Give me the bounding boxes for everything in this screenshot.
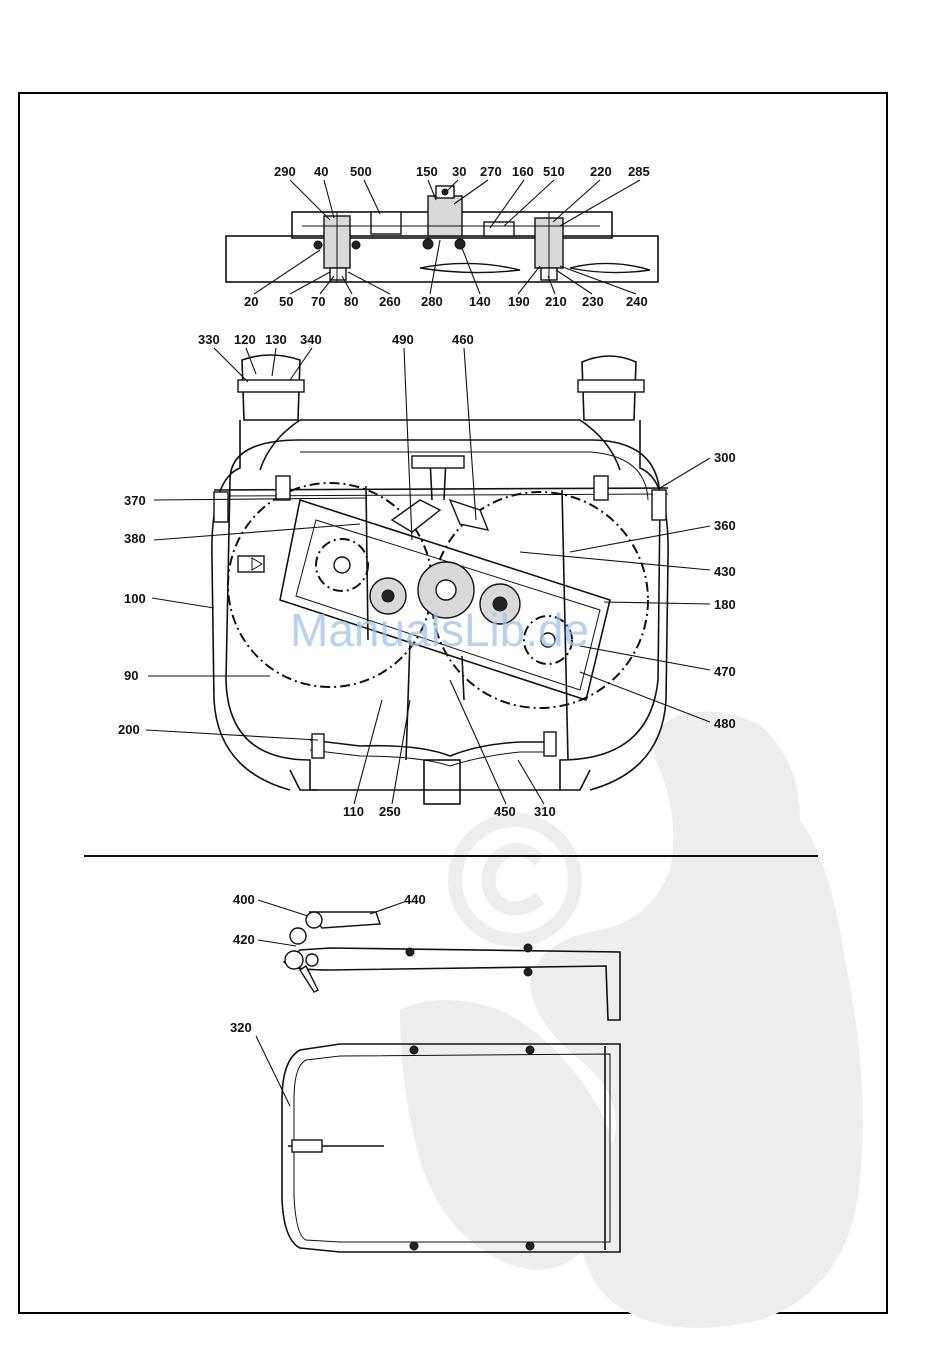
label-220: 220 [590, 164, 612, 179]
label-330: 330 [198, 332, 220, 347]
label-90: 90 [124, 668, 138, 683]
label-270: 270 [480, 164, 502, 179]
label-230: 230 [582, 294, 604, 309]
label-490: 490 [392, 332, 414, 347]
label-470: 470 [714, 664, 736, 679]
label-380: 380 [124, 531, 146, 546]
label-450: 450 [494, 804, 516, 819]
label-300: 300 [714, 450, 736, 465]
label-250: 250 [379, 804, 401, 819]
label-40: 40 [314, 164, 328, 179]
label-120: 120 [234, 332, 256, 347]
label-430: 430 [714, 564, 736, 579]
label-320: 320 [230, 1020, 252, 1035]
label-370: 370 [124, 493, 146, 508]
beaver-watermark [400, 712, 863, 1328]
label-100: 100 [124, 591, 146, 606]
label-140: 140 [469, 294, 491, 309]
label-480: 480 [714, 716, 736, 731]
label-360: 360 [714, 518, 736, 533]
label-260: 260 [379, 294, 401, 309]
deck-view [212, 355, 668, 804]
label-190: 190 [508, 294, 530, 309]
label-80: 80 [344, 294, 358, 309]
label-30: 30 [452, 164, 466, 179]
label-400: 400 [233, 892, 255, 907]
label-460: 460 [452, 332, 474, 347]
copyright-icon [455, 820, 575, 940]
label-340: 340 [300, 332, 322, 347]
lift-view-leaders [256, 900, 404, 1106]
label-440: 440 [404, 892, 426, 907]
label-130: 130 [265, 332, 287, 347]
watermark-text: ManualsLib.de [290, 604, 589, 656]
label-285: 285 [628, 164, 650, 179]
label-150: 150 [416, 164, 438, 179]
label-110: 110 [343, 804, 364, 819]
label-200: 200 [118, 722, 140, 737]
label-310: 310 [534, 804, 556, 819]
label-20: 20 [244, 294, 258, 309]
label-280: 280 [421, 294, 443, 309]
label-70: 70 [311, 294, 325, 309]
label-210: 210 [545, 294, 567, 309]
label-50: 50 [279, 294, 293, 309]
label-290: 290 [274, 164, 296, 179]
label-500: 500 [350, 164, 372, 179]
label-240: 240 [626, 294, 648, 309]
label-510: 510 [543, 164, 565, 179]
label-420: 420 [233, 932, 255, 947]
top-section-view [226, 186, 658, 282]
label-160: 160 [512, 164, 534, 179]
label-180: 180 [714, 597, 736, 612]
